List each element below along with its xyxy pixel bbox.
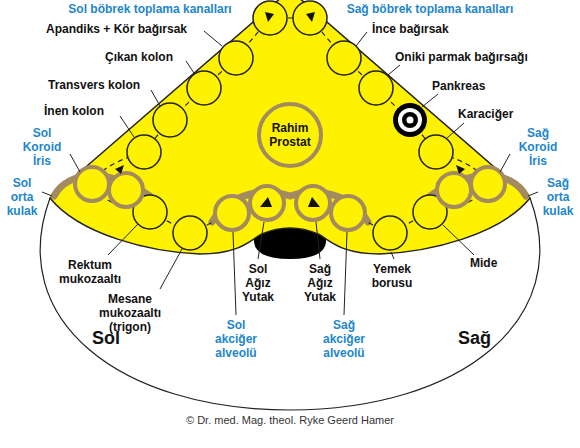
leader-line xyxy=(388,65,400,75)
organ-label: Oniki parmak bağırsağı xyxy=(395,50,528,64)
pancreas-target xyxy=(393,103,427,137)
organ-circle xyxy=(109,173,143,207)
organ-circle xyxy=(437,173,471,207)
leader-line xyxy=(186,61,194,73)
organ-label: İnce bağırsak xyxy=(372,22,449,36)
organ-label: Mesane mukozaaltı (trigon) xyxy=(92,292,168,334)
tan-circles xyxy=(75,167,505,230)
leader-line xyxy=(120,116,134,137)
organ-label: Sağ böbrek toplama kanalları xyxy=(347,2,514,16)
target-ring xyxy=(402,112,418,128)
arrowhead xyxy=(456,165,465,174)
leader-line xyxy=(391,252,394,259)
dashed-line xyxy=(92,18,270,233)
leader-line xyxy=(344,232,347,315)
leader-line xyxy=(70,154,80,172)
leader-line xyxy=(42,192,52,196)
organ-circle xyxy=(293,1,327,35)
organ-circle xyxy=(250,186,284,220)
target-ring xyxy=(407,117,414,124)
organ-circle xyxy=(296,186,330,220)
organ-label: Mide xyxy=(470,256,497,270)
leader-line xyxy=(447,123,464,138)
organ-label: Pankreas xyxy=(432,79,485,93)
leader-line xyxy=(500,154,510,172)
leader-line xyxy=(204,31,222,46)
organ-circle xyxy=(331,196,365,230)
leader-line xyxy=(108,224,138,255)
node-text: Rahim Prostat xyxy=(265,121,315,149)
node-circle xyxy=(259,104,321,166)
arrowhead xyxy=(308,197,320,207)
organ-label: Sağ orta kulak xyxy=(538,176,578,218)
organ-label: Karaciğer xyxy=(458,107,513,121)
side-label: Sağ xyxy=(458,328,491,349)
arrowhead xyxy=(115,165,124,174)
organ-circles xyxy=(127,1,453,250)
organ-label: Sağ Koroid İris xyxy=(513,126,563,168)
target-ring xyxy=(393,103,427,137)
organ-label: İnen kolon xyxy=(44,104,104,118)
copyright-caption: © Dr. med. Mag. theol. Ryke Geerd Hamer xyxy=(186,414,394,427)
organ-label: Sol böbrek toplama kanalları xyxy=(68,2,231,16)
organ-label: Sol orta kulak xyxy=(2,176,42,218)
organ-circle xyxy=(373,216,407,250)
leader-lines xyxy=(42,31,538,315)
organ-label: Sağ akciğer alveolü xyxy=(316,318,372,360)
leader-line xyxy=(443,225,474,255)
side-label: Sol xyxy=(92,328,120,349)
organ-circle xyxy=(187,71,221,105)
leader-line xyxy=(422,94,438,107)
organ-circle-node: Rahim Prostat xyxy=(256,101,324,169)
arrowheads xyxy=(115,12,465,207)
yellow-region xyxy=(50,0,530,254)
target-ring xyxy=(398,108,422,132)
organ-circle xyxy=(215,196,249,230)
organ-label: Sol Ağız Yutak xyxy=(236,262,280,304)
organ-label: Rektum mukozaaltı xyxy=(52,258,128,286)
organ-label: Sol akciğer alveolü xyxy=(208,318,264,360)
organ-circle xyxy=(173,216,207,250)
organ-circle xyxy=(219,41,253,75)
organ-label: Sağ Ağız Yutak xyxy=(298,262,342,304)
leader-line xyxy=(356,32,367,46)
organ-label: Apandiks + Kör bağırsak xyxy=(46,22,187,36)
organ-circle xyxy=(75,167,109,201)
leader-line xyxy=(160,249,182,289)
organ-label: Transvers kolon xyxy=(48,78,140,92)
organ-label: Yemek borusu xyxy=(362,262,422,290)
leader-line xyxy=(258,222,264,259)
arrowhead xyxy=(306,12,315,22)
organ-circle xyxy=(127,135,161,169)
leader-line xyxy=(316,222,320,259)
leader-line xyxy=(151,90,160,106)
arrowhead xyxy=(260,197,272,207)
leader-line xyxy=(233,232,236,315)
leader-line xyxy=(528,192,538,196)
organ-circle xyxy=(153,103,187,137)
organ-circle xyxy=(253,1,287,35)
organ-circle xyxy=(359,71,393,105)
organ-circle xyxy=(471,167,505,201)
organ-label: Sol Koroid İris xyxy=(17,126,67,168)
organ-circle xyxy=(419,135,453,169)
organ-label: Çıkan kolon xyxy=(105,50,173,64)
organ-circle xyxy=(327,41,361,75)
arrowhead xyxy=(265,12,274,22)
